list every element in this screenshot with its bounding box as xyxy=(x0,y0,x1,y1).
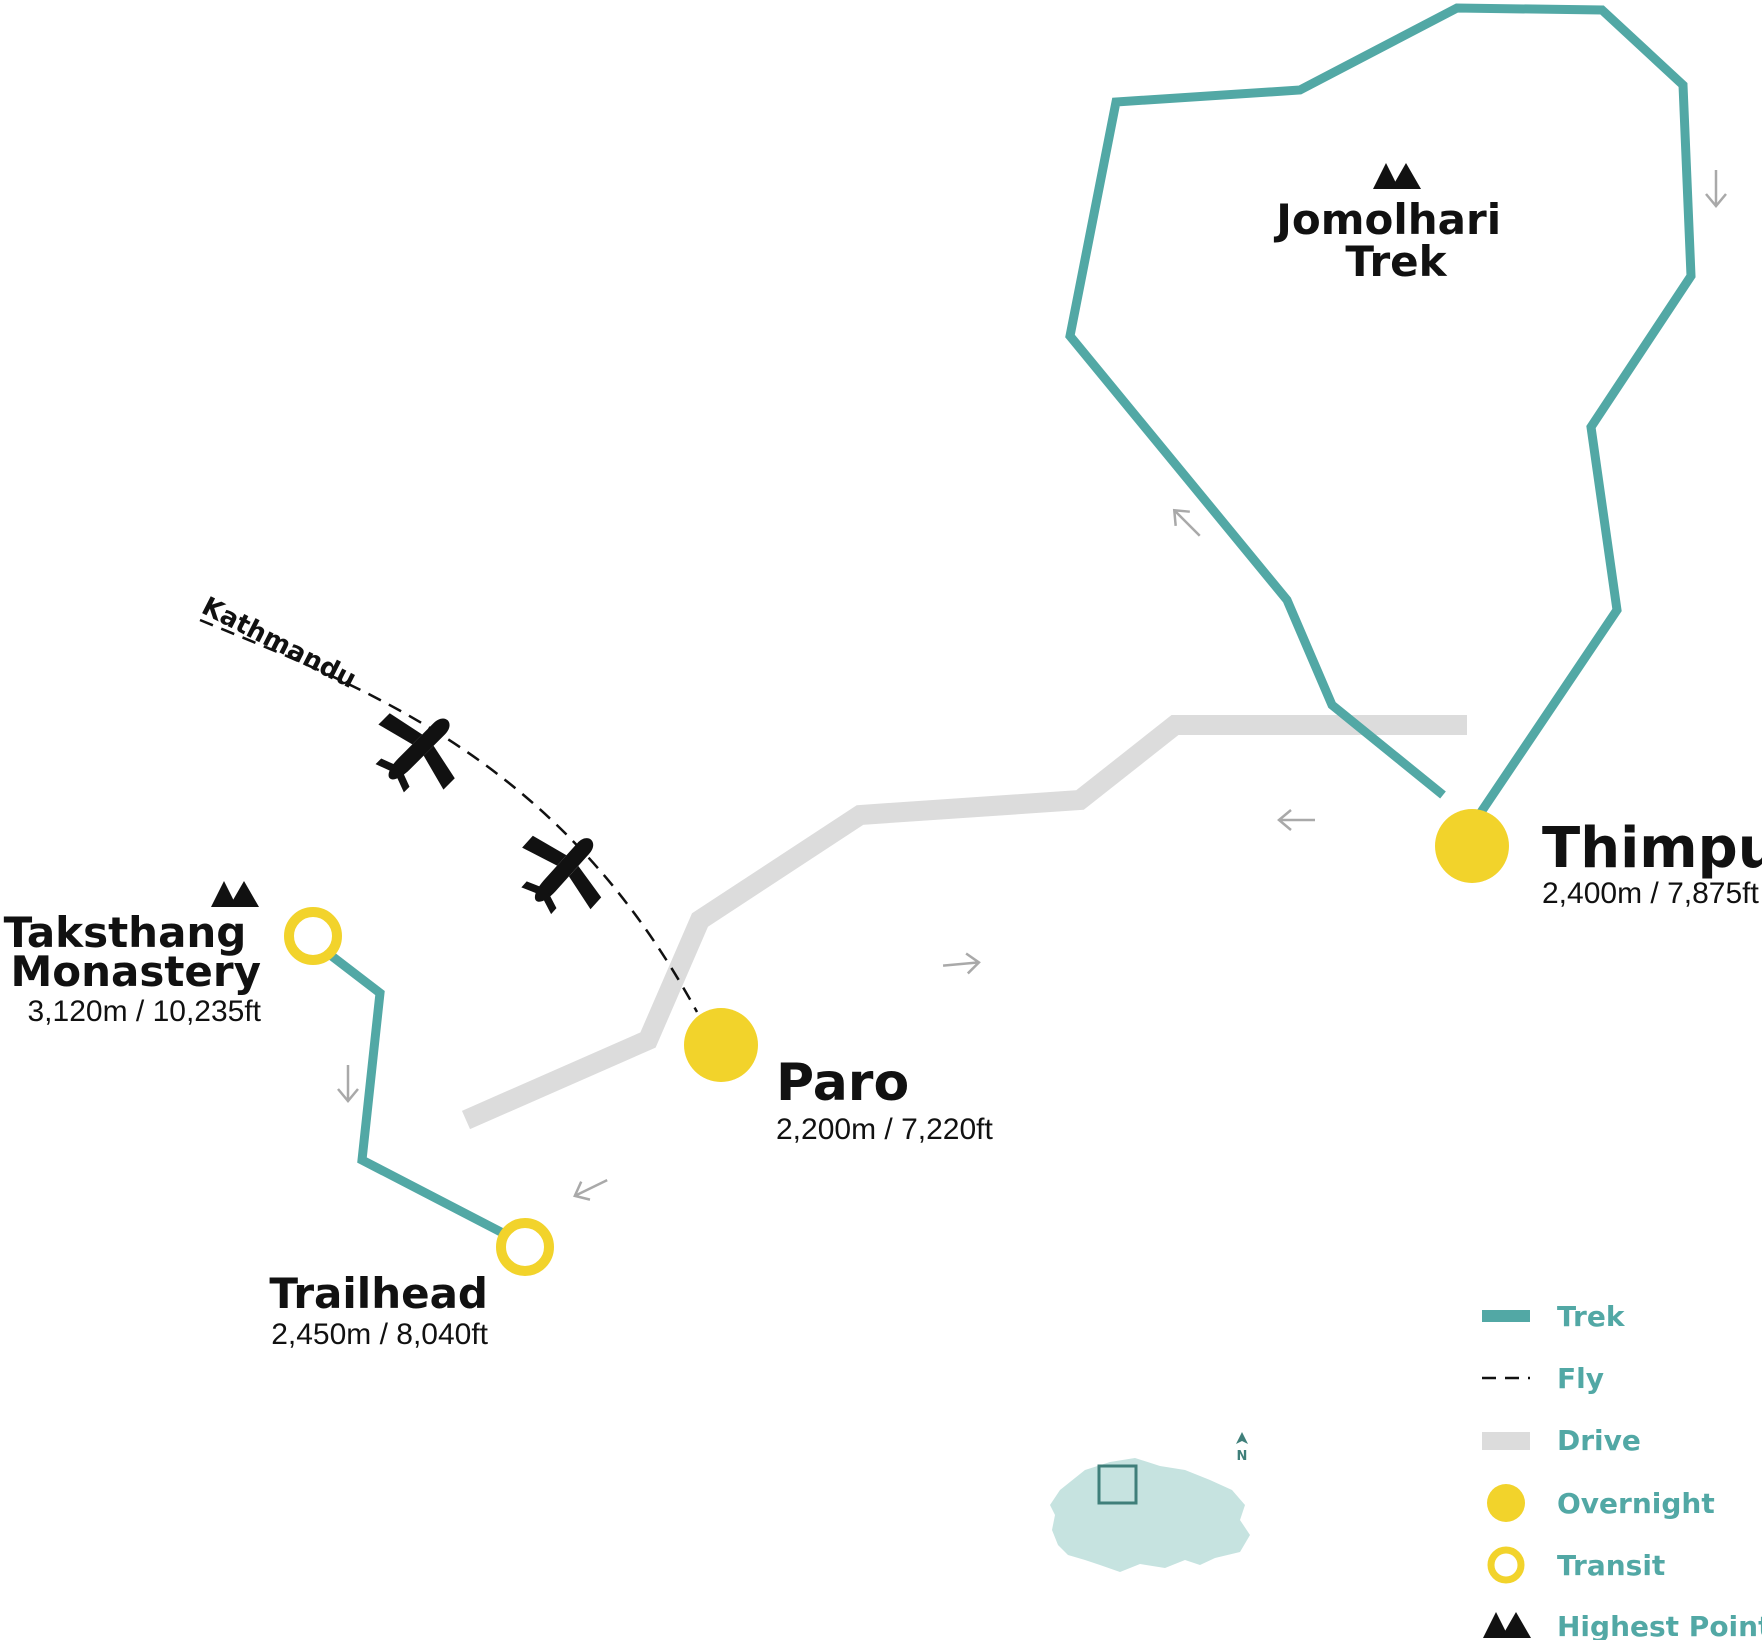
region-box xyxy=(1097,1464,1138,1505)
legend-label: Transit xyxy=(1557,1549,1665,1582)
transit-marker-trailhead xyxy=(496,1218,554,1276)
direction-arrow-icon xyxy=(337,1065,359,1103)
country-silhouette xyxy=(1050,1458,1250,1572)
airplane-icon xyxy=(375,713,455,793)
north-arrow-icon xyxy=(1236,1432,1248,1444)
taksthang-name: Taksthang Monastery xyxy=(4,908,261,996)
drive-route xyxy=(461,715,1467,1130)
thimpu-name: Thimpu xyxy=(1542,816,1762,881)
airplane-icon xyxy=(521,835,602,915)
inset-locator-map: N xyxy=(1050,1432,1250,1572)
paro-elevation: 2,200m / 7,220ft xyxy=(776,1113,993,1146)
direction-arrow-icon xyxy=(1172,508,1201,537)
mountain-icon xyxy=(1483,1612,1531,1638)
thimpu-elevation: 2,400m / 7,875ft xyxy=(1542,877,1759,910)
paro-name: Paro xyxy=(776,1053,909,1113)
direction-arrow-icon xyxy=(942,952,981,975)
jomolhari-label: Jomolhari Trek xyxy=(1273,195,1515,286)
legend-label: Overnight xyxy=(1557,1487,1715,1520)
legend-overnight-symbol xyxy=(1487,1484,1525,1522)
trailhead-elevation: 2,450m / 8,040ft xyxy=(271,1318,488,1351)
direction-arrow-icon xyxy=(1277,809,1315,831)
north-label: N xyxy=(1237,1449,1248,1464)
direction-arrow-icon xyxy=(573,1178,608,1201)
trek-route-taksthang xyxy=(317,943,527,1248)
legend-label: Highest Point xyxy=(1557,1610,1762,1640)
trek-route-jomolhari xyxy=(1065,3,1696,839)
fly-route xyxy=(199,618,699,1013)
legend-transit-symbol xyxy=(1487,1546,1525,1584)
legend-label: Drive xyxy=(1557,1424,1641,1457)
transit-marker-taksthang xyxy=(284,907,342,965)
overnight-marker-thimpu xyxy=(1435,809,1509,883)
mountain-icon xyxy=(1373,163,1421,189)
legend-label: Trek xyxy=(1557,1300,1626,1333)
legend-label: Fly xyxy=(1557,1362,1604,1395)
taksthang-elevation: 3,120m / 10,235ft xyxy=(28,995,262,1028)
trailhead-name: Trailhead xyxy=(269,1269,488,1318)
overnight-marker-paro xyxy=(684,1008,758,1082)
fly-origin-label: Kathmandu xyxy=(197,592,361,695)
legend: Trek Fly Drive Overnight Transit Highest… xyxy=(1482,1300,1762,1640)
mountain-icon xyxy=(211,881,259,907)
direction-arrow-icon xyxy=(1705,170,1727,208)
